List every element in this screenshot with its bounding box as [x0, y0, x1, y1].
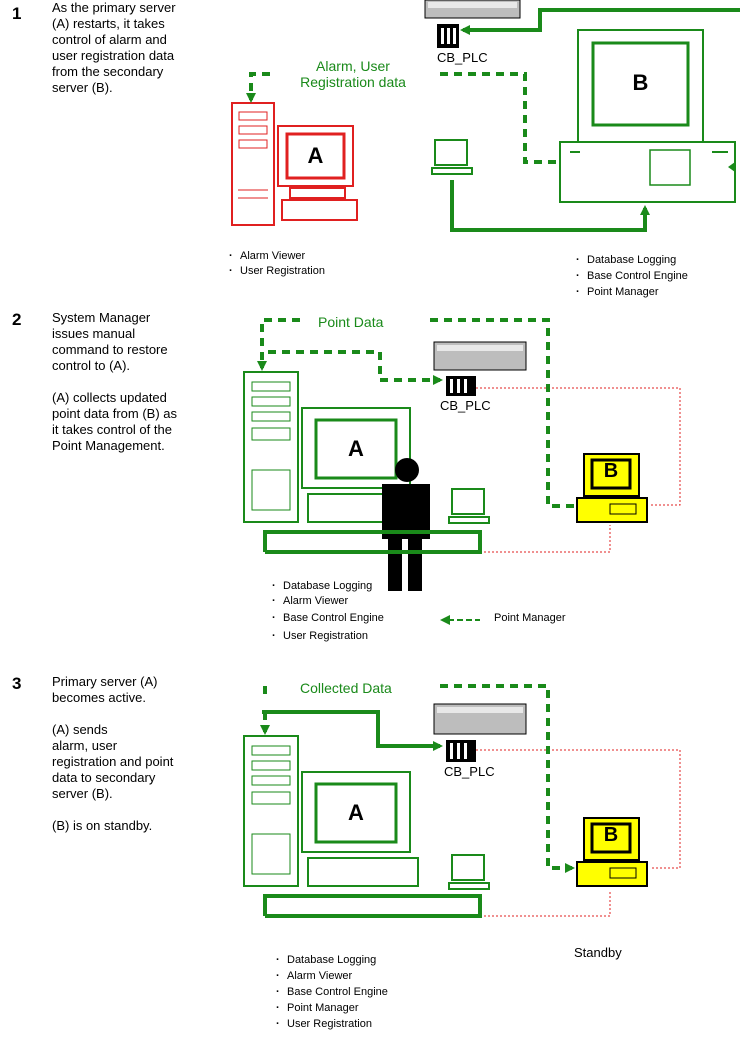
plc-device-3	[433, 703, 527, 762]
step-3-a-service: ·User Registration	[276, 1018, 372, 1030]
network-links-2	[476, 387, 681, 553]
step-1-server-b-label: B	[632, 70, 649, 95]
step-1-a-service: ·Alarm Viewer	[229, 250, 306, 262]
step-3-description: Primary server (A) becomes active. (A) s…	[52, 674, 174, 833]
step-2-plc-label: CB_PLC	[440, 398, 491, 413]
step-3-server-b-label: B	[603, 824, 619, 846]
connections-2	[263, 530, 482, 554]
step-1-plc-label: CB_PLC	[437, 50, 488, 65]
step-2-flow-label: Point Data	[318, 314, 384, 330]
step-2-a-service: ·User Registration	[272, 630, 368, 642]
plc-device-1	[424, 0, 521, 48]
step-3-a-service: ·Base Control Engine	[276, 986, 388, 998]
connections-1	[450, 8, 740, 232]
terminal-3	[448, 854, 490, 890]
step-1-b-service: ·Base Control Engine	[576, 270, 688, 282]
server-a-3	[243, 735, 419, 887]
step-3-plc-label: CB_PLC	[444, 764, 495, 779]
step-1-server-a-label: A	[307, 143, 324, 168]
step-2-a-service: ·Base Control Engine	[272, 612, 384, 624]
dashed-flow-1	[246, 72, 558, 164]
step-1-b-service: ·Database Logging	[576, 254, 677, 266]
step-3-number: 3	[12, 674, 22, 693]
step-1-description: As the primary server (A) restarts, it t…	[52, 0, 176, 95]
system-manager-person	[382, 458, 430, 591]
step-3-flow-label: Collected Data	[300, 680, 392, 696]
step-3-diagram	[243, 684, 681, 918]
server-b-3	[576, 817, 648, 887]
connections-3	[262, 710, 482, 918]
step-2-number: 2	[12, 310, 22, 329]
network-links-3	[476, 749, 681, 917]
step-1-diagram	[231, 0, 740, 232]
terminal-2	[448, 488, 490, 524]
step-2-transfer-label: Point Manager	[494, 612, 566, 624]
step-3-a-service: ·Alarm Viewer	[276, 970, 353, 982]
step-3-a-service: ·Point Manager	[276, 1002, 359, 1014]
step-2-server-b-label: B	[603, 460, 619, 482]
dashed-flow-2	[257, 318, 575, 508]
server-a-1	[231, 102, 358, 226]
step-1-b-service: ·Point Manager	[576, 286, 659, 298]
server-b-2	[576, 453, 648, 523]
dashed-flow-3	[260, 684, 575, 873]
step-2-diagram	[243, 318, 681, 625]
step-1-number: 1	[12, 4, 22, 23]
step-2-server-a-label: A	[348, 436, 364, 461]
step-2-description: System Manager issues manual command to …	[52, 310, 177, 453]
step-3-standby-status: Standby	[574, 945, 622, 960]
step-3-server-a-label: A	[348, 800, 364, 825]
step-2-a-service: ·Alarm Viewer	[272, 595, 349, 607]
server-a-2	[243, 371, 419, 523]
server-b-1	[559, 29, 736, 203]
step-3-a-service: ·Database Logging	[276, 954, 377, 966]
step-1-a-service: ·User Registration	[229, 265, 325, 277]
plc-device-2	[433, 341, 527, 396]
step-2-a-service: ·Database Logging	[272, 580, 373, 592]
step-1-flow-label: Alarm, User Registration data	[300, 58, 406, 90]
transfer-arrow-2	[440, 615, 480, 625]
terminal-1	[431, 139, 473, 175]
